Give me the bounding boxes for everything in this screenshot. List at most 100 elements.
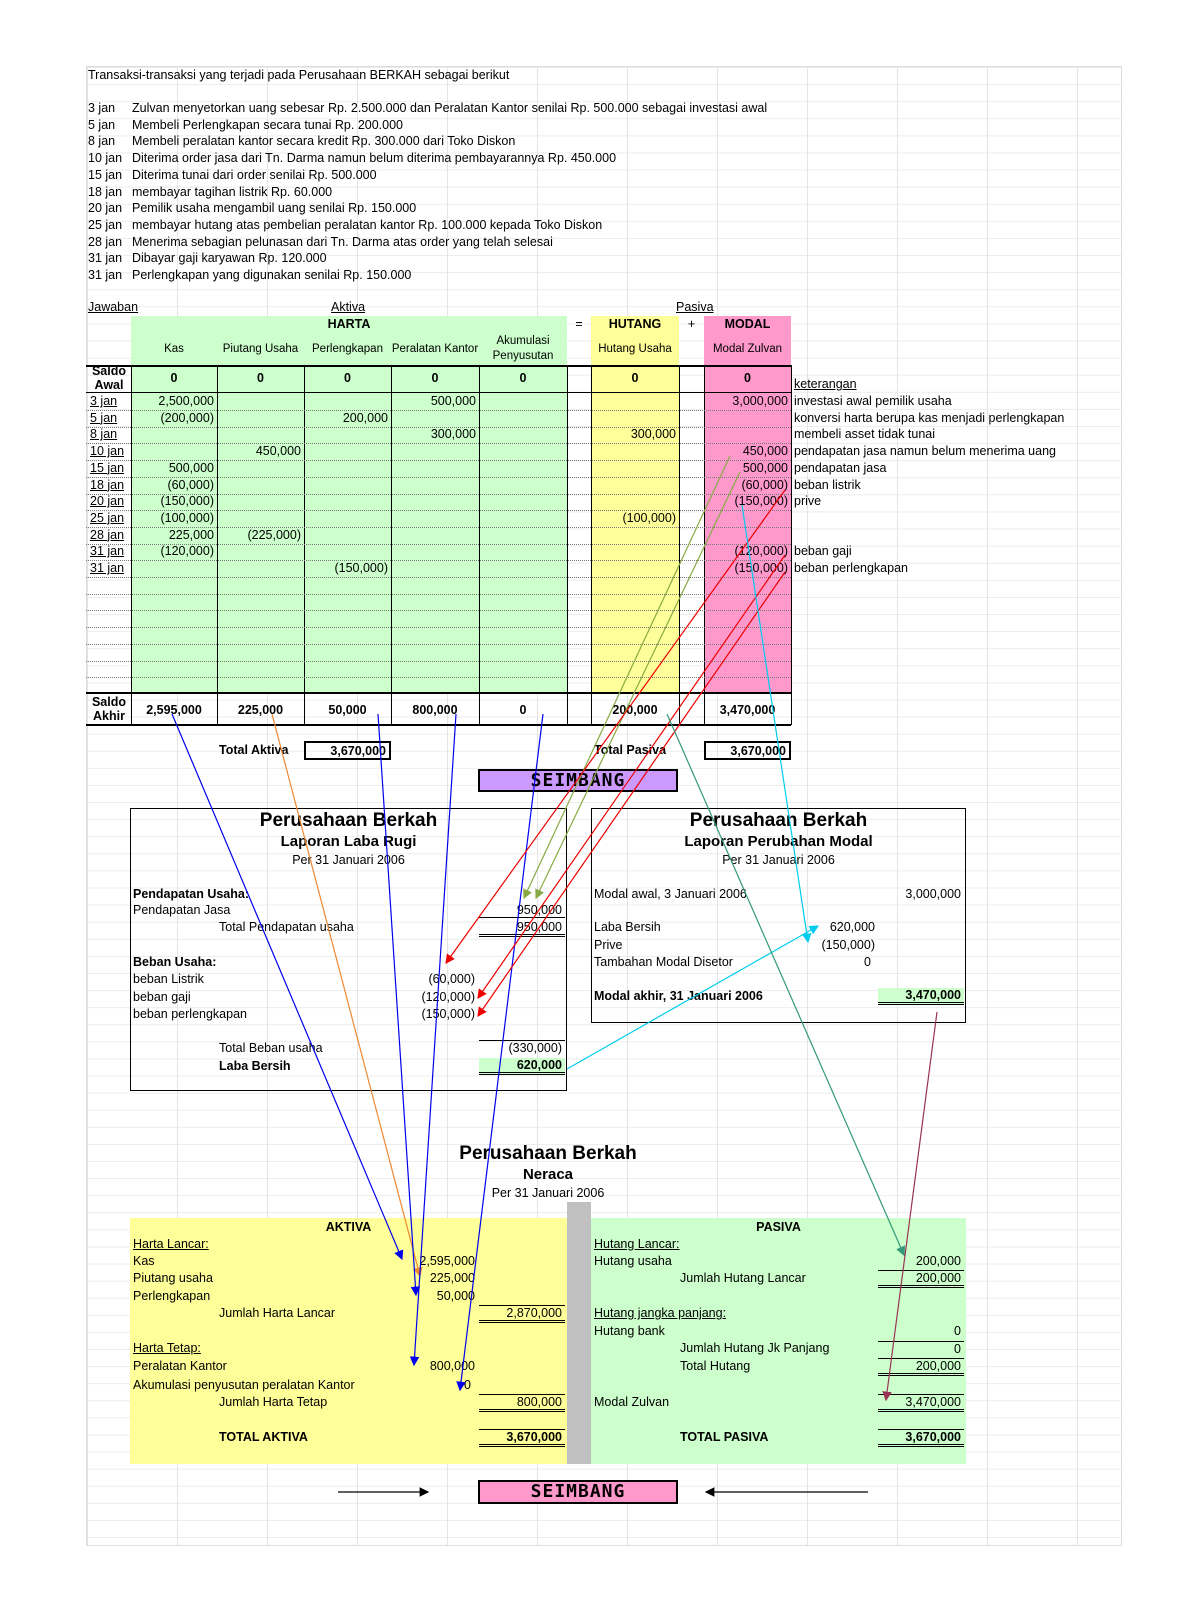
ledger-divider (679, 365, 680, 725)
column-header: Hutang Usaha (598, 342, 672, 355)
neraca-aktiva-title: AKTIVA (325, 1220, 372, 1234)
hutang-column-bg (591, 333, 679, 693)
ledger-date: 28 jan (90, 527, 125, 542)
total-beban-value: (330,000) (479, 1040, 565, 1055)
transaction-desc: Perlengkapan yang digunakan senilai Rp. … (132, 268, 412, 282)
ledger-keterangan: beban listrik (794, 477, 861, 492)
ledger-value: 300,000 (630, 427, 676, 442)
neraca-title: Neraca (522, 1166, 574, 1183)
prive-value: (150,000) (821, 938, 875, 952)
ledger-date: 31 jan (90, 544, 125, 559)
keterangan-label: keterangan (794, 377, 857, 391)
ledger-row-line (86, 526, 791, 528)
beban-label: beban gaji (133, 989, 191, 1004)
arrow-hutang (666, 713, 906, 1257)
arrow-kas (171, 713, 404, 1261)
saldo-akhir-value: 225,000 (237, 703, 284, 717)
ledger-row-line (86, 493, 791, 495)
transaction-date: 8 jan (88, 134, 116, 149)
column-header: Modal Zulvan (712, 342, 783, 355)
arrow-peralatan (409, 713, 457, 1367)
modal-title: MODAL (704, 316, 791, 333)
harta-header (131, 316, 567, 333)
arrow-prive (741, 504, 812, 944)
total-pasiva-neraca-label: TOTAL PASIVA (680, 1430, 769, 1444)
ledger-value: 450,000 (255, 444, 301, 459)
arrow-pendapatan-1 (523, 455, 731, 900)
mr-laba-bersih-label: Laba Bersih (594, 920, 661, 934)
prive-label: Prive (594, 938, 623, 952)
mr-laba-bersih-value: 620,000 (829, 920, 875, 934)
ledger-divider (391, 365, 392, 725)
ledger-keterangan: konversi harta berupa kas menjadi perlen… (794, 410, 1065, 425)
ledger-keterangan: pendapatan jasa (794, 460, 887, 475)
transaction-desc: Membeli peralatan kantor secara kredit R… (132, 134, 516, 149)
total-aktiva-neraca-value: 3,670,000 (479, 1429, 565, 1447)
ledger-value: 500,000 (742, 460, 788, 475)
jml-hutang-lancar-value: 200,000 (878, 1270, 964, 1288)
ledger-date: 20 jan (90, 494, 125, 509)
transaction-date: 3 jan (88, 101, 116, 115)
modal-period: Per 31 Januari 2006 (722, 853, 835, 867)
transaction-date: 18 jan (88, 184, 123, 199)
beban-value: (150,000) (421, 1007, 475, 1021)
laba-rugi-box (130, 808, 567, 1091)
saldo-akhir-value: 0 (519, 703, 527, 717)
beban-value: (60,000) (428, 972, 475, 986)
ledger-keterangan: prive (794, 494, 822, 509)
neraca-company: Perusahaan Berkah (459, 1143, 637, 1164)
labarugi-period: Per 31 Januari 2006 (292, 853, 405, 867)
piutang-value: 225,000 (429, 1271, 475, 1285)
piutang-label: Piutang usaha (133, 1271, 213, 1285)
hutang-usaha-value: 200,000 (915, 1254, 961, 1268)
intro-text: Transaksi-transaksi yang terjadi pada Pe… (88, 68, 510, 82)
column-header: Piutang Usaha (222, 342, 299, 355)
total-pasiva-neraca-value: 3,670,000 (878, 1429, 964, 1447)
tambahan-modal-value: 0 (864, 955, 871, 969)
ledger-row-line (86, 476, 791, 478)
transaction-date: 28 jan (88, 234, 123, 249)
plus-sign: + (687, 317, 696, 331)
hutang-title: HUTANG (591, 316, 679, 333)
jml-hutang-jp-label: Jumlah Hutang Jk Panjang (680, 1341, 830, 1355)
transaction-desc: Diterima order jasa dari Tn. Darma namun… (132, 151, 617, 166)
arrow-beban-listrik (445, 489, 786, 964)
perlengkapan-value: 50,000 (436, 1289, 475, 1303)
total-aktiva-value: 3,670,000 (304, 741, 391, 760)
akumulasi-value: 0 (464, 1378, 471, 1392)
ledger-row-line (86, 560, 791, 562)
jml-hutang-lancar-label: Jumlah Hutang Lancar (680, 1271, 806, 1285)
column-header: Akumulasi Penyusutan (492, 335, 554, 362)
ledger-value: (200,000) (160, 410, 214, 425)
ledger-row-line (86, 443, 791, 445)
hutang-lancar-label: Hutang Lancar: (594, 1237, 680, 1251)
column-header: Kas (164, 342, 184, 355)
saldo-akhir-label: Saldo Akhir (91, 695, 127, 723)
neraca-divider (567, 1202, 591, 1464)
ledger-date: 8 jan (90, 427, 118, 442)
modal-column-bg (704, 333, 791, 693)
labarugi-title: Laporan Laba Rugi (280, 833, 417, 850)
ledger-date: 25 jan (90, 510, 125, 525)
saldo-akhir-value: 3,470,000 (719, 703, 776, 717)
perubahan-modal-box (591, 808, 966, 1023)
ledger-value: (150,000) (160, 494, 214, 509)
ledger-row-line (86, 593, 791, 595)
ledger-value: 2,500,000 (158, 394, 214, 408)
beban-label: beban Listrik (133, 972, 204, 986)
ledger-date: 10 jan (90, 444, 125, 459)
jml-hutang-jp-value: 0 (878, 1341, 964, 1356)
ledger-divider (567, 365, 568, 725)
harta-column-bg (131, 333, 567, 693)
hutang-bank-value: 0 (954, 1324, 961, 1338)
ledger-value: 200,000 (342, 410, 388, 425)
transaction-date: 5 jan (88, 117, 116, 132)
modal-awal-value: 3,000,000 (905, 887, 961, 901)
transaction-date: 10 jan (88, 151, 123, 166)
arrow-laba-bersih (566, 925, 820, 1070)
ledger-value: (150,000) (334, 561, 388, 575)
total-aktiva-label: Total Aktiva (219, 743, 289, 757)
ledger-value: (60,000) (741, 477, 788, 492)
arrow-perlengkapan (377, 713, 421, 1297)
modal-title: Laporan Perubahan Modal (684, 833, 873, 850)
